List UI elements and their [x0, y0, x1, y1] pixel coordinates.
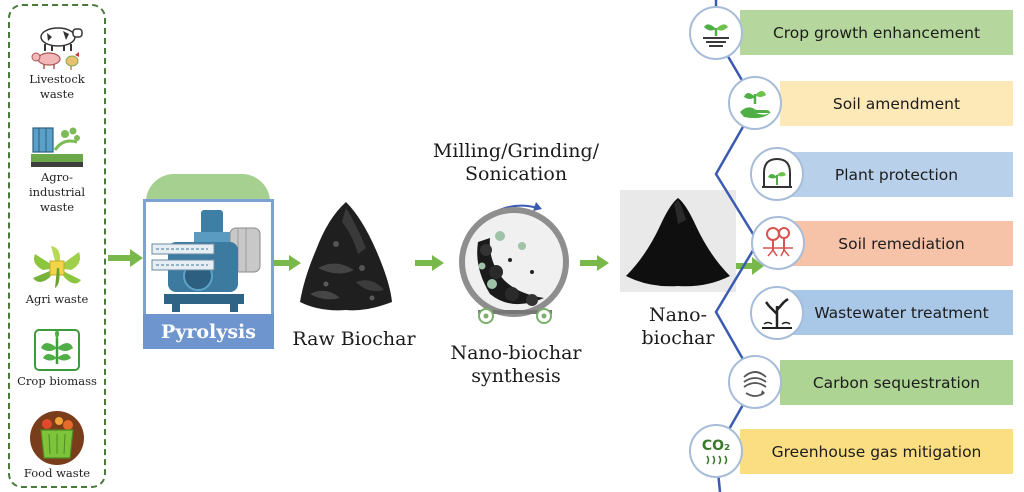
app-label: Plant protection	[834, 165, 959, 184]
synthesis-label: Nano-biochar synthesis	[450, 342, 582, 387]
raw-biochar-label: Raw Biochar	[292, 328, 416, 350]
app-label: Greenhouse gas mitigation	[771, 442, 982, 461]
feedstock-label: Food waste	[23, 466, 91, 480]
app-icon-holder	[728, 355, 782, 409]
pyrolysis-label-bar: Pyrolysis	[143, 314, 274, 349]
nanobiochar-powder	[620, 190, 736, 292]
arrow-to-nanobiochar	[580, 255, 609, 271]
arrow-to-pyrolysis	[108, 249, 143, 267]
co2-text: CO₂	[702, 438, 730, 454]
milling-label: Milling/Grinding/ Sonication	[432, 140, 600, 185]
feedstock-label: Agro- industrial waste	[28, 170, 86, 214]
feedstock-label: Livestock waste	[29, 72, 85, 101]
nanobiochar-label: Nano- biochar	[641, 304, 715, 349]
app-icon-holder	[750, 147, 804, 201]
reactor-icon	[151, 210, 261, 312]
dead-tree-icon	[762, 298, 792, 329]
app-label: Soil remediation	[838, 234, 965, 253]
app-bar-wastewater-treatment: Wastewater treatment	[790, 290, 1013, 335]
plant-icon	[34, 329, 80, 371]
app-icon-holder	[751, 216, 805, 270]
leaves-icon	[33, 246, 81, 288]
app-label: Soil amendment	[832, 94, 961, 113]
app-bar-soil-remediation: Soil remediation	[790, 221, 1013, 266]
feedstock-panel: Livestock waste Agro- industrial waste A…	[8, 4, 106, 488]
feedstock-agri: Agri waste	[10, 244, 104, 307]
app-label: Wastewater treatment	[814, 303, 989, 322]
pyrolysis-cap	[146, 174, 270, 202]
feedstock-livestock: Livestock waste	[10, 20, 104, 102]
arrow-to-applications	[733, 257, 764, 275]
app-icon-holder	[728, 76, 782, 130]
ball-mill-icon	[459, 202, 569, 324]
app-label: Crop growth enhancement	[772, 23, 981, 42]
raw-biochar-heap	[300, 202, 392, 311]
app-icon-holder	[750, 286, 804, 340]
feedstock-label: Crop biomass	[17, 374, 97, 388]
feedstock-label: Agri waste	[25, 292, 89, 306]
pyrolysis-label: Pyrolysis	[161, 320, 256, 343]
carbon-cycle-icon	[743, 371, 767, 397]
feedstock-agro-industrial: Agro- industrial waste	[10, 124, 104, 215]
app-bar-ghg-mitigation: Greenhouse gas mitigation	[740, 429, 1013, 474]
plant-dome-icon	[762, 157, 792, 188]
arrow-to-milling	[415, 255, 444, 271]
factory-icon	[31, 127, 83, 167]
app-bar-plant-protection: Plant protection	[780, 152, 1013, 197]
hand-plant-icon	[740, 91, 772, 119]
livestock-icon	[31, 27, 83, 70]
seedling-icon	[703, 24, 729, 47]
co2-icon: CO₂	[702, 438, 730, 465]
app-icon-holder: CO₂	[689, 424, 743, 478]
app-bar-carbon-sequestration: Carbon sequestration	[780, 360, 1013, 405]
arrow-to-raw-biochar	[272, 255, 301, 271]
app-bar-soil-amendment: Soil amendment	[780, 81, 1013, 126]
food-bin-icon	[30, 411, 84, 465]
tree-roots-icon	[763, 227, 793, 257]
app-label: Carbon sequestration	[812, 373, 981, 392]
app-icon-holder	[689, 6, 743, 60]
feedstock-food: Food waste	[10, 410, 104, 481]
app-bar-crop-growth: Crop growth enhancement	[740, 10, 1013, 55]
feedstock-crop-biomass: Crop biomass	[10, 328, 104, 389]
